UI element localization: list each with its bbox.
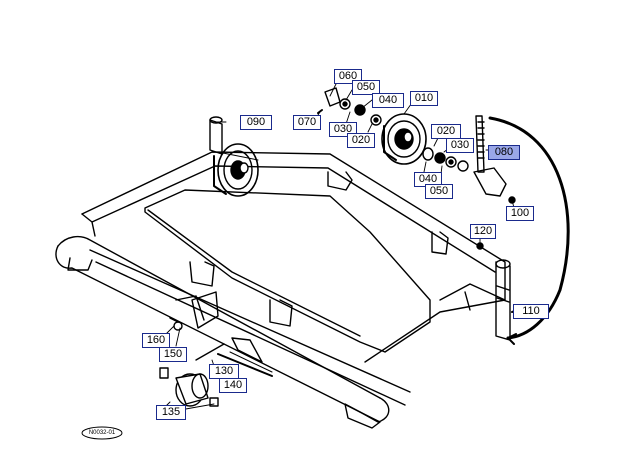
part-label-070[interactable]: 070 xyxy=(293,115,321,130)
part-label-150[interactable]: 150 xyxy=(159,347,187,362)
part-label-060[interactable]: 060 xyxy=(334,69,362,84)
part-label-130[interactable]: 130 xyxy=(209,364,239,379)
left-pulley-assembly xyxy=(209,116,259,197)
roller-assembly xyxy=(159,317,273,407)
part-label-010[interactable]: 010 xyxy=(410,91,438,106)
part-label-050[interactable]: 050 xyxy=(352,80,380,95)
part-label-110[interactable]: 110 xyxy=(513,304,549,319)
pivot-bracket xyxy=(476,242,519,341)
part-label-120[interactable]: 120 xyxy=(470,224,496,239)
part-label-135[interactable]: 135 xyxy=(156,405,186,420)
part-label-020[interactable]: 020 xyxy=(347,133,375,148)
right-pulley-assembly xyxy=(317,87,469,172)
part-label-030[interactable]: 030 xyxy=(446,138,474,153)
mower-deck xyxy=(55,151,506,429)
part-label-050[interactable]: 050 xyxy=(425,184,453,199)
part-label-030[interactable]: 030 xyxy=(329,122,357,137)
part-label-080[interactable]: 080 xyxy=(488,145,520,160)
part-label-160[interactable]: 160 xyxy=(142,333,170,348)
part-label-090[interactable]: 090 xyxy=(240,115,272,130)
part-label-040[interactable]: 040 xyxy=(372,93,404,108)
part-label-140[interactable]: 140 xyxy=(219,378,247,393)
part-label-100[interactable]: 100 xyxy=(506,206,534,221)
diagram-code-oval xyxy=(81,426,123,440)
part-label-020[interactable]: 020 xyxy=(431,124,461,139)
diagram-code: N0032-01 xyxy=(88,430,116,436)
